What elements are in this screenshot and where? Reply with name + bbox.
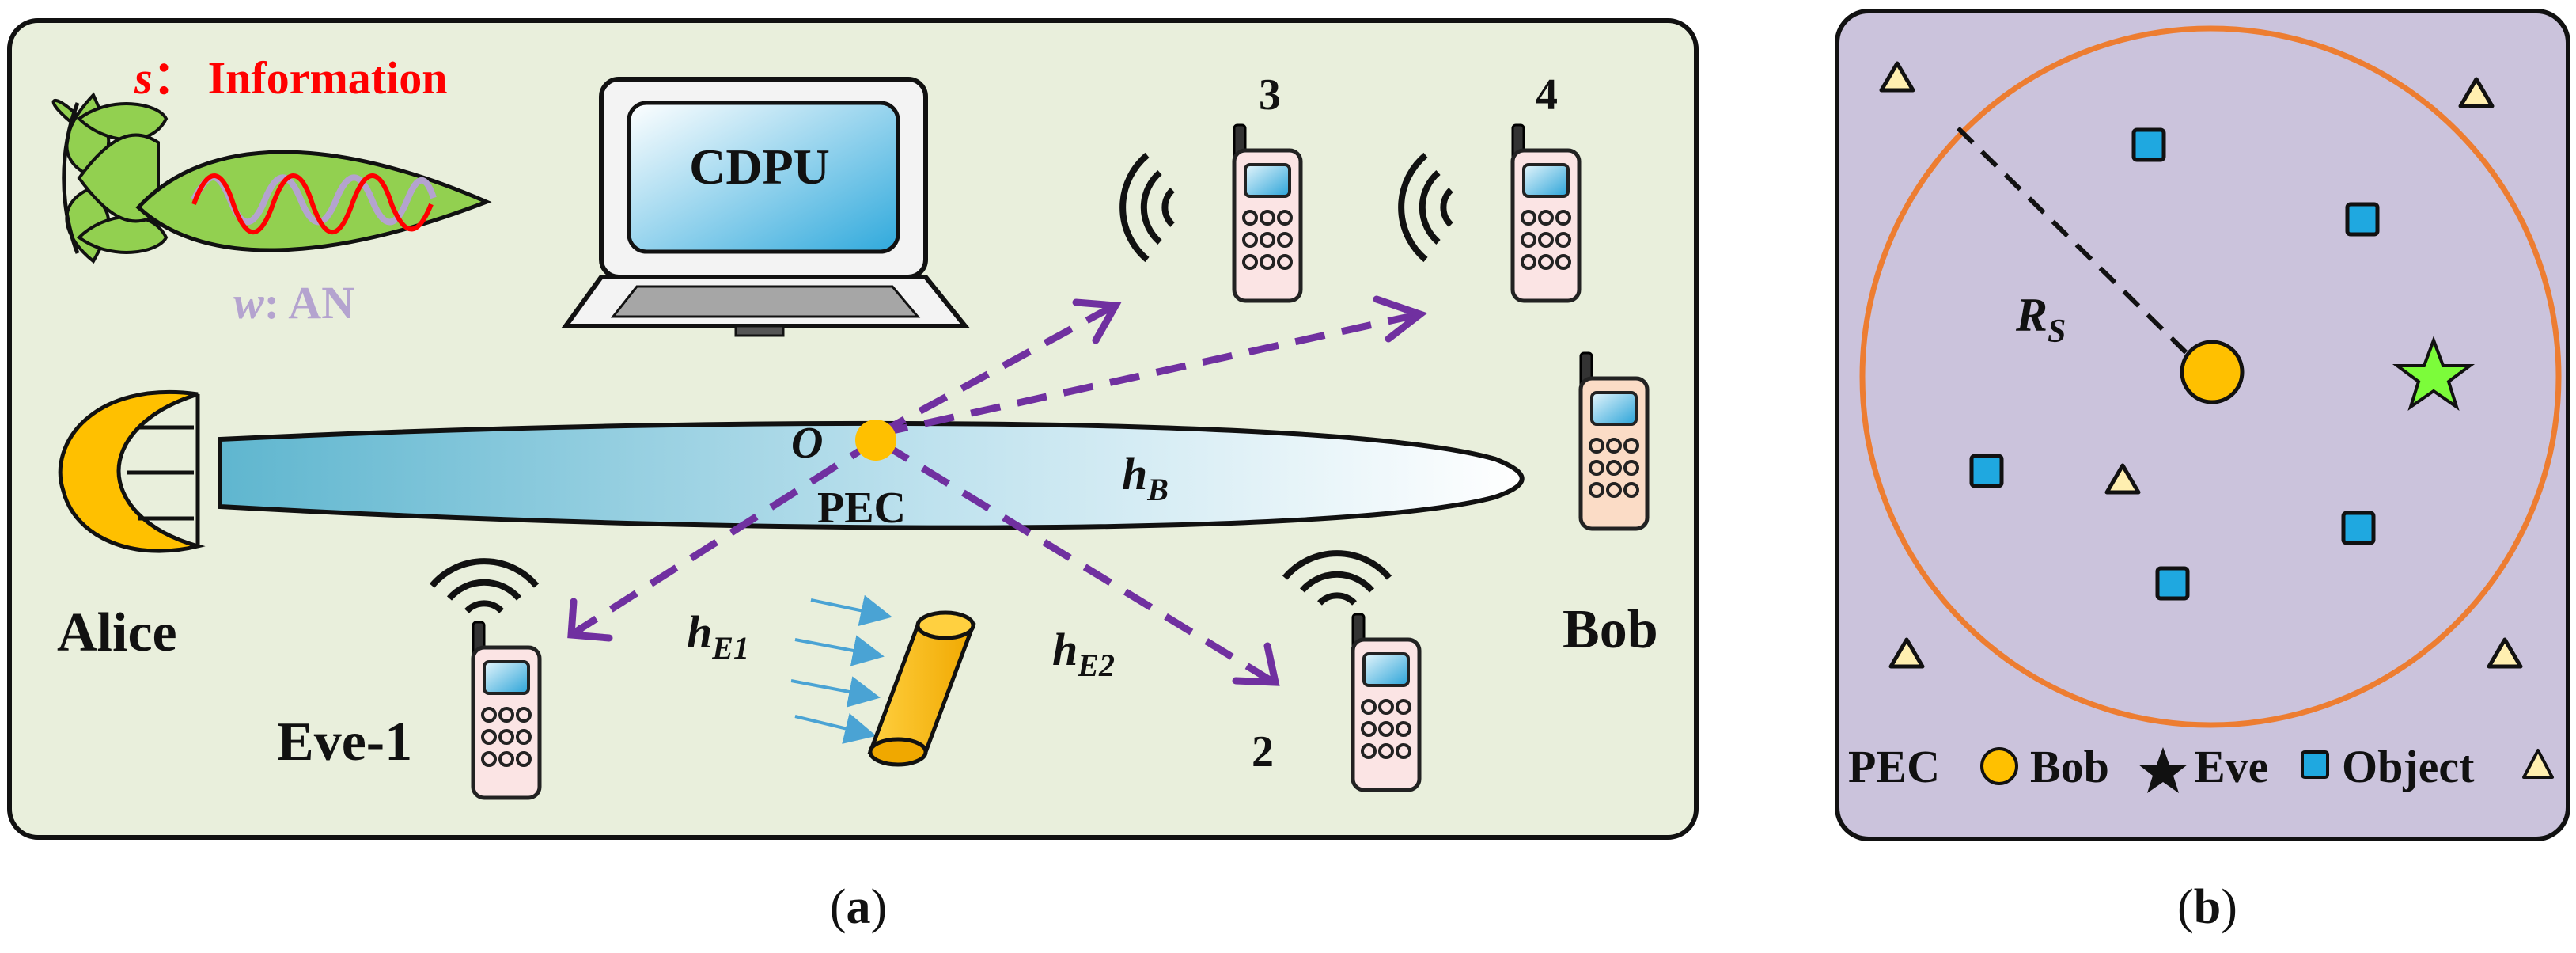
- radius-main: R: [2015, 289, 2048, 341]
- radius-sub: S: [2048, 313, 2066, 350]
- channel-he1-sub: E1: [711, 630, 749, 666]
- object-markers: [1879, 61, 2523, 669]
- eve-marker: [2341, 511, 2376, 545]
- arrow-to-user-2: [880, 440, 1274, 685]
- legend-object-icon: [2522, 749, 2554, 779]
- panel-a-caption: (a): [830, 880, 887, 934]
- eve-marker: [2155, 566, 2190, 601]
- bob-phone-icon: [1581, 353, 1647, 529]
- channel-he2-sub: E2: [1077, 647, 1115, 683]
- channel-he2-main: h: [1052, 624, 1078, 675]
- pec-label: PEC: [817, 484, 906, 533]
- panel-b-background: [1835, 9, 2570, 841]
- object-marker: [1888, 637, 1925, 669]
- radius-line: [1956, 126, 2202, 368]
- main-beam: [218, 420, 1525, 530]
- user-4-phone-icon: [1513, 125, 1579, 301]
- legend-pec-label: PEC: [1848, 741, 1940, 792]
- legend-object-label: Object: [2342, 741, 2475, 792]
- reflection-arrows: [576, 304, 1416, 685]
- user-2-label: 2: [1252, 727, 1274, 776]
- origin-label: O: [791, 419, 823, 468]
- legend-bob-label: Bob: [2030, 741, 2109, 792]
- eve-1-phone-icon: [473, 622, 540, 798]
- signal-s-text: Information: [208, 52, 448, 104]
- panel-b-caption-letter: b: [2194, 880, 2221, 934]
- channel-he2-label: hE2: [1052, 624, 1115, 683]
- panel-a: s：Information w: AN CDPU: [7, 18, 1699, 934]
- signal-pod-icon: [51, 92, 492, 264]
- legend: PEC Bob Eve Object: [1848, 741, 2554, 793]
- eve-marker: [1969, 454, 2004, 488]
- channel-hb-sub: B: [1146, 472, 1169, 507]
- eve-markers: [1969, 127, 2380, 601]
- signal-s-symbol: s: [134, 52, 153, 104]
- bob-label: Bob: [1563, 599, 1658, 660]
- legend-eve-icon: [2301, 750, 2329, 779]
- cdpu-label: CDPU: [689, 139, 830, 195]
- artificial-noise-label: w: AN: [233, 277, 354, 328]
- object-marker: [2487, 637, 2523, 669]
- legend-eve-label: Eve: [2195, 741, 2268, 792]
- eve-star-icon: [2392, 336, 2476, 411]
- pec-point: [855, 420, 896, 461]
- channel-hb-label: hB: [1122, 448, 1169, 507]
- panel-b-caption: (b): [2177, 880, 2237, 934]
- signal-w-symbol: w: [233, 277, 264, 328]
- alice-transmitter-icon: [58, 389, 206, 553]
- alice-label: Alice: [57, 602, 177, 663]
- eve-marker: [2345, 202, 2380, 237]
- user-2-phone-icon: [1353, 614, 1419, 790]
- legend-bob-star-icon: [2138, 747, 2188, 793]
- radius-label: RS: [2015, 289, 2066, 350]
- cdpu-laptop-icon: [561, 77, 971, 337]
- sensing-range-circle: [1859, 25, 2562, 728]
- panel-b: RS PEC Bob Eve Object (b): [1835, 9, 2570, 934]
- cylinder-object-icon: [867, 610, 976, 767]
- eve-marker: [2131, 127, 2166, 162]
- legend-pec-icon: [1980, 747, 2018, 785]
- object-marker: [2104, 463, 2141, 495]
- user-4-label: 4: [1536, 70, 1558, 120]
- arrow-to-eve-1: [576, 437, 879, 635]
- user-3-phone-icon: [1234, 125, 1301, 301]
- scattering-arrows: [790, 594, 892, 744]
- channel-hb-main: h: [1122, 448, 1147, 499]
- panel-a-caption-letter: a: [847, 880, 871, 934]
- information-signal-label: s：Information: [134, 52, 447, 104]
- channel-he1-main: h: [687, 606, 712, 658]
- arrow-heads: [567, 295, 1428, 686]
- pec-marker: [2180, 340, 2245, 404]
- signal-s-separator: ：: [153, 52, 199, 104]
- eve-1-label: Eve-1: [277, 712, 412, 773]
- user-3-label: 3: [1259, 70, 1281, 120]
- object-marker: [2458, 77, 2495, 108]
- channel-he1-label: hE1: [687, 606, 749, 666]
- object-marker: [1879, 61, 1915, 93]
- signal-w-text: : AN: [264, 277, 355, 328]
